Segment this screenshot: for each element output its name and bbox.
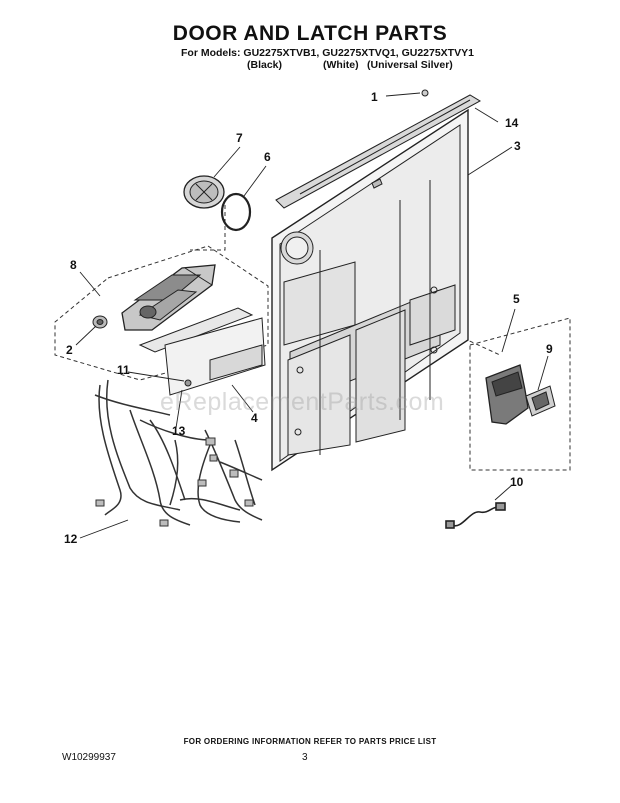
callout-7: 7 — [236, 131, 243, 145]
callout-6: 6 — [264, 150, 271, 164]
dispenser-assembly — [121, 264, 216, 331]
document-number: W10299937 — [62, 752, 116, 763]
knob-part — [92, 315, 108, 329]
harness-plugs — [95, 437, 254, 527]
callout-1: 1 — [371, 90, 378, 104]
vent-strip — [275, 94, 482, 209]
leader-lines — [75, 92, 549, 539]
callout-11: 11 — [117, 363, 130, 377]
variant-black: (Black) — [247, 59, 283, 71]
callout-4: 4 — [251, 411, 258, 425]
callout-8: 8 — [70, 258, 77, 272]
callout-5: 5 — [513, 292, 520, 306]
callout-10: 10 — [510, 475, 524, 489]
variant-universal-silver: (Universal Silver) — [367, 59, 453, 71]
wire-harness — [94, 379, 263, 526]
variant-white: (White) — [323, 59, 359, 71]
dispenser-cap — [183, 175, 225, 209]
callout-13: 13 — [172, 424, 186, 438]
page-number: 3 — [302, 752, 308, 763]
models-line: For Models: GU2275XTVB1, GU2275XTVQ1, GU… — [181, 47, 474, 59]
callout-2: 2 — [66, 343, 73, 357]
board-shield — [138, 307, 254, 353]
callout-9: 9 — [546, 342, 553, 356]
watermark: eReplacementParts.com — [160, 388, 445, 416]
screw-part — [421, 89, 429, 97]
callout-14: 14 — [505, 116, 519, 130]
board-screw — [184, 379, 192, 387]
callout-3: 3 — [514, 139, 521, 153]
wire-connector — [445, 502, 506, 529]
ordering-note: FOR ORDERING INFORMATION REFER TO PARTS … — [183, 737, 437, 746]
door-latch — [485, 364, 529, 425]
latch-bezel — [525, 385, 556, 417]
inner-door-panel — [271, 108, 469, 472]
gasket — [220, 192, 252, 232]
page-title: DOOR AND LATCH PARTS — [172, 22, 448, 45]
callout-12: 12 — [64, 532, 78, 546]
